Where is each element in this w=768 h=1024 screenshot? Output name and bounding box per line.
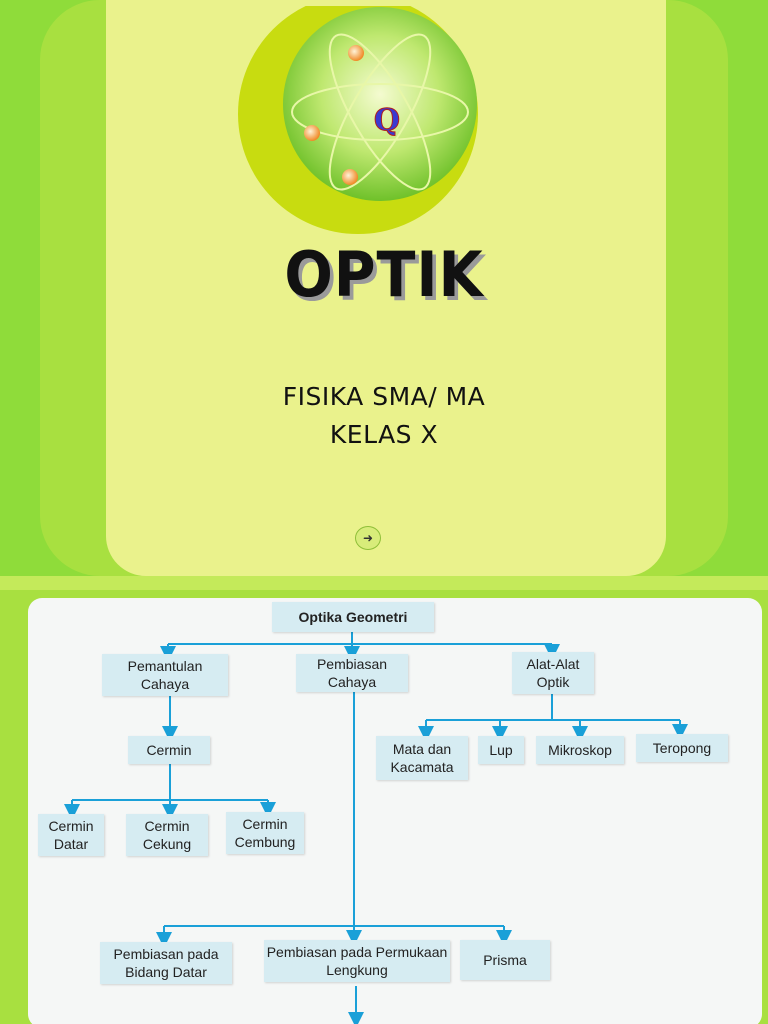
node-mikroskop: Mikroskop <box>536 736 624 764</box>
title-slide: Q OPTIK FISIKA SMA/ MA KELAS X ➜ <box>0 0 768 576</box>
node-pembiasan-cahaya: Pembiasan Cahaya <box>296 654 408 692</box>
node-optika-geometri: Optika Geometri <box>272 602 434 632</box>
node-pembiasan-bidang-datar: Pembiasan pada Bidang Datar <box>100 942 232 984</box>
page-title: OPTIK <box>31 238 738 311</box>
subtitle-grade: KELAS X <box>0 420 768 449</box>
next-slide-button[interactable]: ➜ <box>355 526 381 550</box>
node-alat-alat-optik: Alat-Alat Optik <box>512 652 594 694</box>
arrow-right-icon: ➜ <box>363 532 373 544</box>
electron-icon <box>342 169 358 185</box>
node-cermin-cembung: Cermin Cembung <box>226 812 304 854</box>
node-teropong: Teropong <box>636 734 728 762</box>
node-mata-dan-kacamata: Mata dan Kacamata <box>376 736 468 780</box>
electron-icon <box>304 125 320 141</box>
subtitle-subject: FISIKA SMA/ MA <box>0 382 768 411</box>
concept-map-slide: Optika Geometri Pemantulan Cahaya Pembia… <box>0 576 768 1024</box>
logo-letter: Q <box>374 103 400 138</box>
node-cermin-cekung: Cermin Cekung <box>126 814 208 856</box>
node-cermin: Cermin <box>128 736 210 764</box>
node-pemantulan-cahaya: Pemantulan Cahaya <box>102 654 228 696</box>
node-prisma: Prisma <box>460 940 550 980</box>
electron-icon <box>348 45 364 61</box>
node-pembiasan-permukaan-lengkung: Pembiasan pada Permukaan Lengkung <box>264 940 450 982</box>
atom-moon-logo: Q <box>230 6 490 234</box>
node-lup: Lup <box>478 736 524 764</box>
node-cermin-datar: Cermin Datar <box>38 814 104 856</box>
